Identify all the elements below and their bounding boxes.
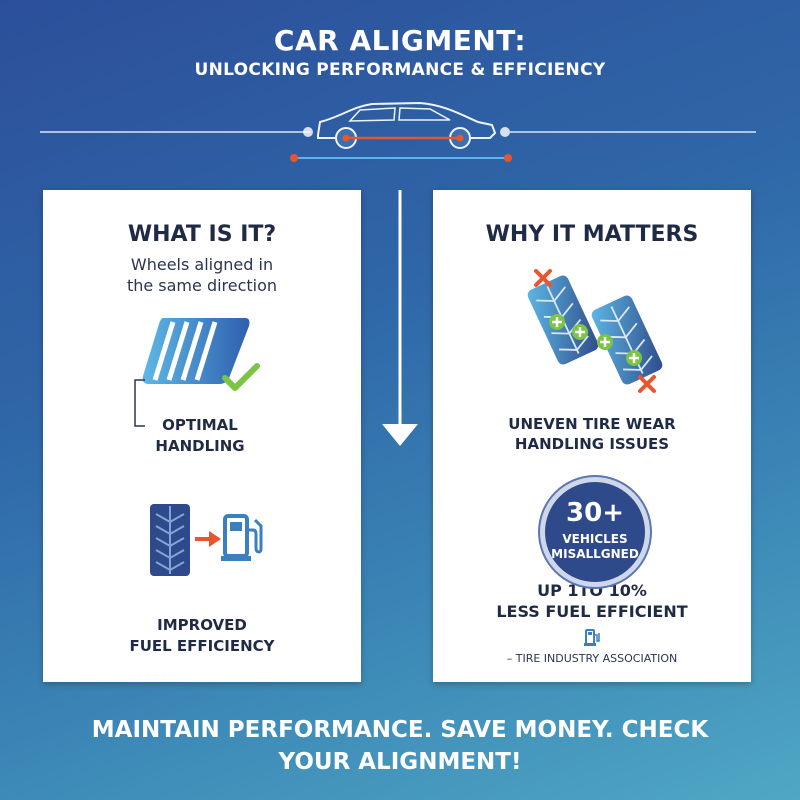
description-line2: the same direction <box>126 276 278 295</box>
page-subtitle: UNLOCKING PERFORMANCE & EFFICIENCY <box>194 60 606 80</box>
stat-line1: UP 1TO 10% <box>537 581 647 600</box>
footer-line1: MAINTAIN PERFORMANCE. SAVE MONEY. CHECK <box>91 717 709 743</box>
benefit-fuel-line2: FUEL EFFICIENCY <box>129 637 275 655</box>
benefit-handling-line1: OPTIMAL <box>162 416 238 434</box>
tire-tread-icon <box>150 504 190 576</box>
plus-icon <box>597 334 613 350</box>
car-outline-icon <box>40 101 756 162</box>
fuel-small-icon <box>584 629 600 646</box>
check-icon <box>222 363 260 391</box>
benefit-handling-line2: HANDLING <box>155 437 245 455</box>
down-arrow-icon <box>382 190 418 446</box>
stat-line2: LESS FUEL EFFICIENT <box>496 602 688 621</box>
fuel-pump-icon <box>221 514 263 561</box>
footer-line2: YOUR ALIGNMENT! <box>278 749 522 775</box>
footer-cta: MAINTAIN PERFORMANCE. SAVE MONEY. CHECK … <box>40 714 760 778</box>
badge-line2: MISALLGNED <box>551 547 639 561</box>
badge-line1: VEHICLES <box>562 532 628 546</box>
what-is-it-card: WHAT IS IT? Wheels aligned in the same d… <box>43 190 361 682</box>
page-title: CAR ALIGMENT: <box>273 24 527 57</box>
plus-icon <box>572 324 588 340</box>
benefit-fuel-line1: IMPROVED <box>157 616 247 634</box>
card-heading: WHY IT MATTERS <box>485 222 699 247</box>
issue-line2: HANDLING ISSUES <box>514 435 670 453</box>
x-mark-icon <box>534 269 552 287</box>
why-it-matters-card: WHY IT MATTERS <box>433 190 751 682</box>
plus-icon <box>626 350 642 366</box>
x-mark-icon <box>638 375 656 393</box>
alignment-tilt-icon <box>142 318 250 384</box>
badge-number: 30+ <box>566 498 624 528</box>
badge-label: VEHICLES MISALLGNED <box>545 532 645 562</box>
card-heading: WHAT IS IT? <box>127 222 277 247</box>
bracket-line <box>134 379 145 427</box>
issue-line1: UNEVEN TIRE WEAR <box>508 415 676 433</box>
plus-icon <box>549 314 565 330</box>
source-citation: – TIRE INDUSTRY ASSOCIATION <box>506 652 678 665</box>
arrow-right-icon <box>195 531 221 547</box>
description-line1: Wheels aligned in <box>130 255 274 274</box>
vehicles-misaligned-badge: 30+ VEHICLES MISALLGNED <box>540 477 650 587</box>
